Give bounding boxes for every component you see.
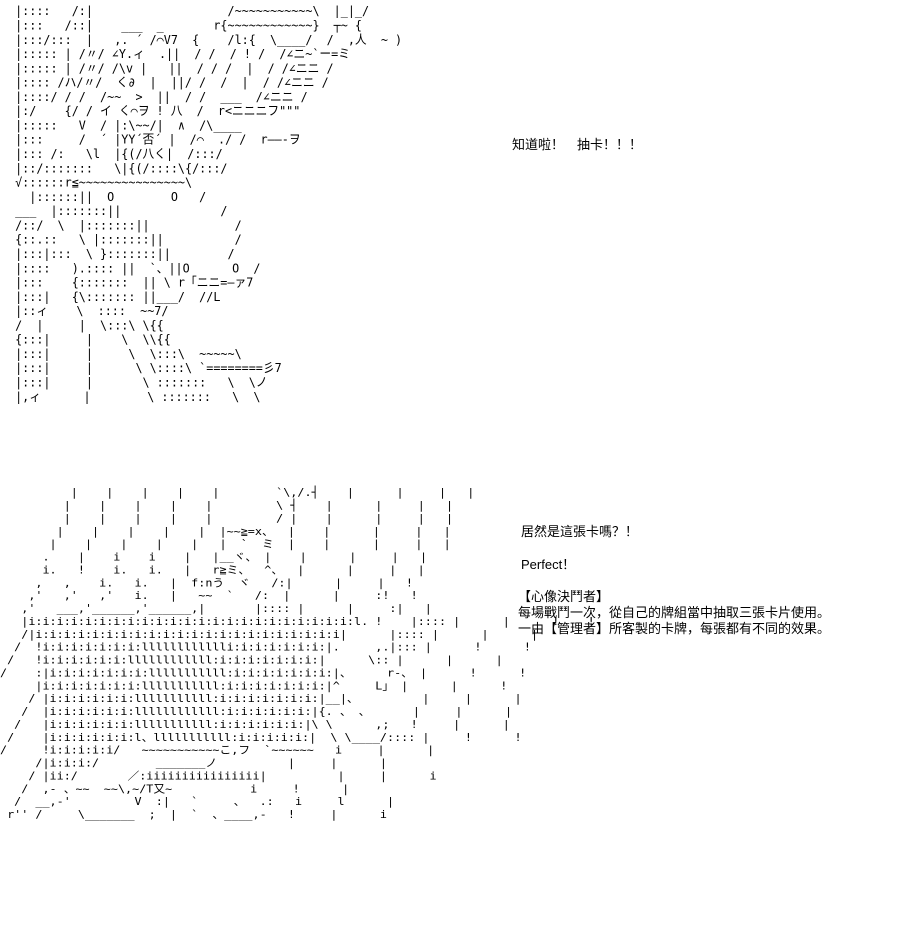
dialogue-perfect: Perfect！: [521, 557, 576, 572]
panel-bottom: | | | | | `\,/.┤ | | | | | | | | | \ ┤ |…: [0, 480, 900, 939]
ascii-art-bottom: | | | | | `\,/.┤ | | | | | | | | | \ ┤ |…: [0, 486, 595, 821]
card-text-line-1: 每場戰鬥一次，從自己的牌組當中抽取三張卡片使用。: [518, 605, 831, 620]
card-title: 【心像決鬥者】: [518, 589, 610, 604]
dialogue-this-card: 居然是這張卡嗎？！: [521, 524, 639, 539]
ascii-art-top: |:::: /:| /~~~~~~~~~~~\ |_|_/ |::: /::| …: [15, 4, 403, 404]
card-text-line-2: 一由【管理者】所客製的卡牌，每張都有不同的效果。: [518, 621, 831, 636]
panel-top: |:::: /:| /~~~~~~~~~~~\ |_|_/ |::: /::| …: [15, 4, 643, 404]
card-description: 【心像決鬥者】 每場戰鬥一次，從自己的牌組當中抽取三張卡片使用。 一由【管理者】…: [518, 589, 830, 637]
dialogue-draw-card: 知道啦！ 抽卡！！！: [512, 137, 643, 152]
